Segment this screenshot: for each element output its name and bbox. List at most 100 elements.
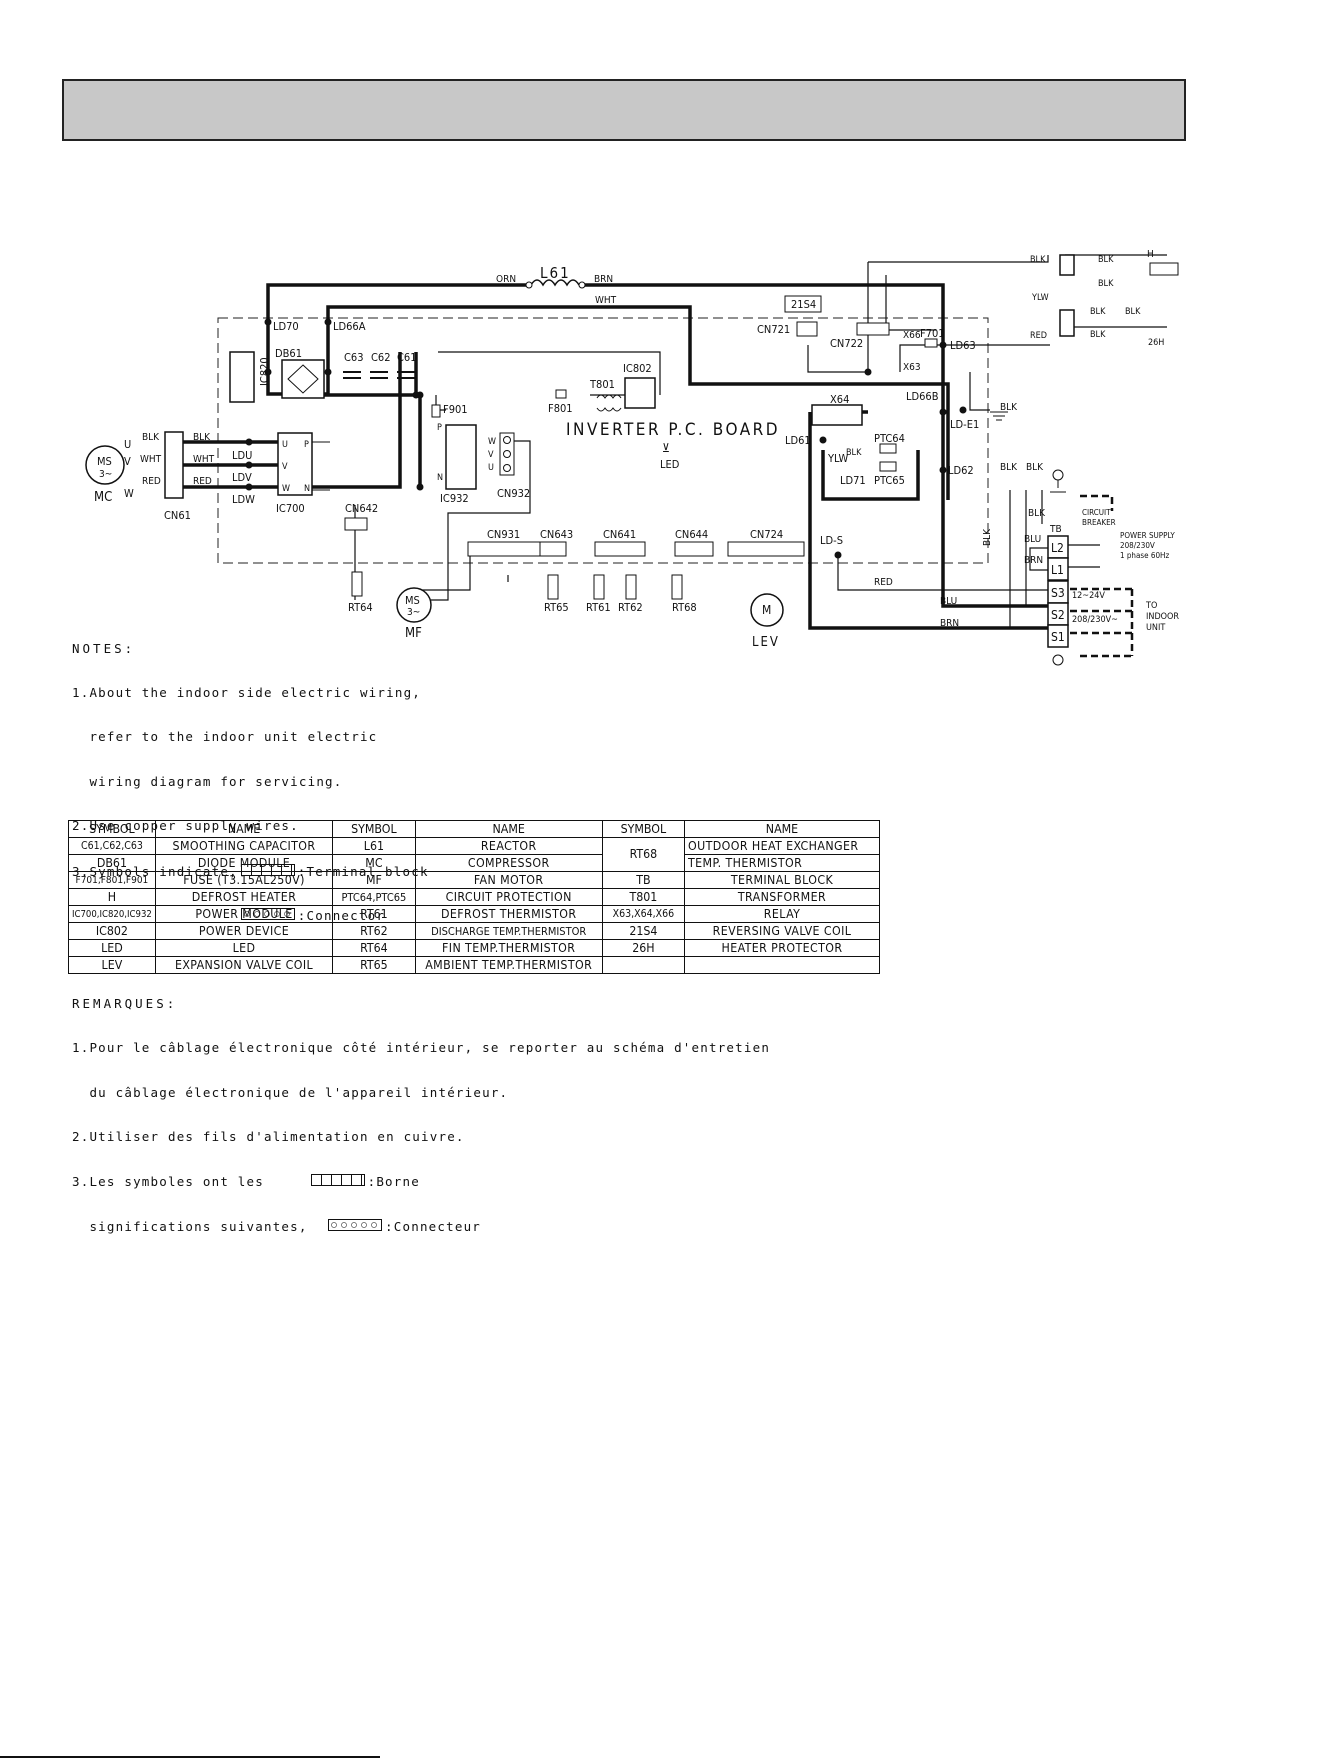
table-cell: OUTDOOR HEAT EXCHANGER — [684, 837, 880, 855]
label-f801: F801 — [548, 402, 573, 415]
table-cell: 26H — [601, 939, 686, 957]
table-row: IC802 POWER DEVICE RT62 DISCHARGE TEMP.T… — [68, 922, 880, 940]
label-wht: WHT — [595, 295, 617, 306]
table-cell: RELAY — [684, 905, 880, 923]
table-cell: MF — [332, 871, 416, 889]
label-ld66b: LD66B — [906, 390, 939, 403]
label-blk-tb2: BLK — [1026, 462, 1044, 473]
th-name: NAME — [414, 820, 603, 838]
compressor-motor — [85, 445, 125, 485]
label-3ph-mc: 3~ — [99, 469, 112, 480]
ic820-module — [229, 351, 255, 403]
label-blk-top2: BLK — [1098, 255, 1114, 265]
label-f701: F701 — [920, 327, 945, 340]
label-blk-top1: BLK — [1030, 255, 1046, 265]
table-cell: LED — [68, 939, 156, 957]
indoor-unit-wires — [1070, 494, 1134, 658]
label-unit: UNIT — [1146, 623, 1165, 633]
label-ld61: LD61 — [785, 434, 811, 447]
label-wht-cn61: WHT — [193, 454, 215, 465]
label-ld62: LD62 — [948, 464, 974, 477]
label-ic700-u: U — [282, 440, 288, 450]
fan-motor — [396, 587, 432, 623]
table-cell: H — [68, 888, 156, 906]
f701-fuse — [924, 338, 938, 348]
label-s2: S2 — [1051, 608, 1065, 622]
label-c61: C61 — [397, 351, 417, 364]
terminal-block — [1047, 535, 1069, 648]
label-blk-mc: BLK — [142, 432, 160, 443]
table-cell: RT65 — [332, 956, 416, 974]
remarque-2: 2.Utiliser des fils d'alimentation en cu… — [72, 1128, 465, 1144]
label-red-mc: RED — [142, 476, 161, 487]
x64-relay — [811, 404, 863, 426]
table-cell: TB — [601, 871, 686, 889]
label-ms-mc: MS — [97, 455, 112, 468]
label-c63: C63 — [344, 351, 364, 364]
label-ic700-n: N — [304, 484, 310, 494]
rt68-thermistor — [671, 574, 683, 600]
label-indoor: INDOOR — [1146, 612, 1179, 622]
label-brn-s1: BRN — [940, 618, 959, 629]
table-cell: L61 — [332, 837, 416, 855]
label-blk-tb3: BLK — [1028, 508, 1046, 519]
table-cell: MC — [332, 854, 416, 872]
label-blk-ld-e1: BLK — [1000, 402, 1018, 413]
label-h: H — [1147, 249, 1154, 260]
notes-title: NOTES: — [72, 640, 136, 656]
label-ic802: IC802 — [623, 362, 652, 375]
label-cn61: CN61 — [164, 509, 191, 522]
table-cell: TERMINAL BLOCK — [684, 871, 880, 889]
table-cell: HEATER PROTECTOR — [684, 939, 880, 957]
label-brn: BRN — [594, 274, 613, 285]
label-ic700-w: W — [282, 484, 290, 494]
label-mc: MC — [94, 490, 112, 505]
label-ylw-top: YLW — [1031, 293, 1049, 303]
label-cn932-v: V — [488, 450, 494, 460]
label-board: INVERTER P.C. BOARD — [566, 420, 780, 440]
label-t801: T801 — [589, 378, 615, 391]
label-ld63: LD63 — [950, 339, 976, 352]
remarque-1a: 1.Pour le câblage électronique côté inté… — [72, 1040, 771, 1056]
th-name: NAME — [684, 820, 880, 838]
label-x64: X64 — [830, 393, 849, 406]
label-l2: L2 — [1051, 541, 1064, 555]
label-mc-w: W — [124, 487, 134, 500]
table-cell: FUSE (T3.15AL250V) — [154, 871, 334, 889]
label-ic932: IC932 — [440, 492, 469, 505]
label-l1: L1 — [1051, 563, 1064, 577]
remarque-3a-text: 3.Les symboles ont les — [72, 1174, 264, 1190]
label-12-24v: 12~24V — [1072, 591, 1105, 601]
cn643-connector — [539, 541, 567, 557]
table-row: IC700,IC820,IC932 POWER MODULE RT61 DEFR… — [68, 905, 880, 923]
table-cell: REVERSING VALVE COIL — [684, 922, 880, 940]
note-1b: refer to the indoor unit electric — [72, 729, 378, 745]
label-s1: S1 — [1051, 630, 1065, 644]
label-ld66a: LD66A — [333, 320, 366, 333]
cn724-connector — [727, 541, 805, 557]
label-ic932-n: N — [437, 473, 443, 483]
table-row: LEV EXPANSION VALVE COIL RT65 AMBIENT TE… — [68, 956, 880, 974]
label-power-voltage: 208/230V — [1120, 541, 1155, 550]
capacitors — [343, 371, 415, 379]
21s4-coil — [784, 295, 822, 313]
ic802-device — [624, 377, 656, 409]
label-red-top: RED — [1030, 331, 1047, 341]
label-208-230v: 208/230V~ — [1072, 615, 1118, 625]
rt62-thermistor — [625, 574, 637, 600]
label-ldw: LDW — [232, 493, 255, 506]
table-cell: TEMP. THERMISTOR — [684, 854, 880, 872]
table-cell: POWER MODULE — [154, 905, 334, 923]
label-l61: L61 — [540, 264, 571, 282]
label-lev: LEV — [752, 635, 780, 650]
label-ic700-p: P — [304, 440, 309, 450]
table-cell: AMBIENT TEMP.THERMISTOR — [414, 956, 603, 974]
label-rt65: RT65 — [544, 601, 569, 614]
label-ic700-v: V — [282, 462, 288, 472]
footer-rule — [0, 1756, 380, 1758]
label-x66: X66 — [903, 330, 921, 341]
label-mc-v: V — [124, 455, 131, 468]
cn644-connector — [674, 541, 714, 557]
table-cell: DEFROST THERMISTOR — [414, 905, 603, 923]
table-cell: TRANSFORMER — [684, 888, 880, 906]
